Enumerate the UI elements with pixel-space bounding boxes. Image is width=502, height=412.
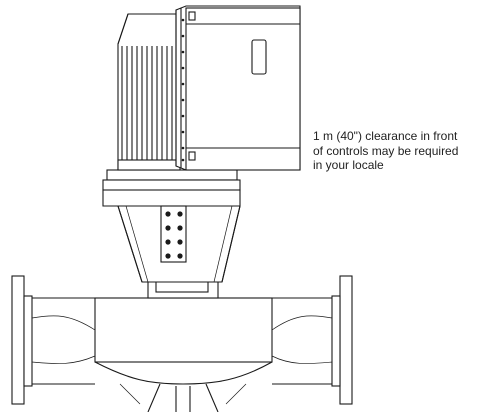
flow-curve-right-top <box>271 315 333 331</box>
motor-cap-edge <box>117 13 129 45</box>
volute-legs <box>147 383 219 412</box>
clearance-note-line-2: of controls may be required <box>313 143 459 158</box>
volute-block <box>94 297 273 363</box>
clearance-note-line-1: 1 m (40") clearance in front <box>313 129 458 143</box>
motor-foot <box>117 159 181 171</box>
left-flange <box>11 275 25 405</box>
right-flange-neck <box>331 295 341 387</box>
control-box <box>175 5 301 171</box>
pipe-casing <box>11 275 353 412</box>
motor-base-top <box>106 169 238 181</box>
motor <box>117 13 187 171</box>
flow-curve-left-bottom <box>31 355 96 364</box>
pipe-body <box>32 297 332 385</box>
volute-ribs <box>119 383 247 405</box>
clearance-note: 1 m (40") clearance in front of controls… <box>313 129 499 173</box>
control-box-screws <box>181 18 185 162</box>
left-flange-neck <box>23 295 33 387</box>
control-box-side <box>175 8 182 168</box>
bracket-inner-lines <box>125 205 233 283</box>
latch-bottom <box>188 151 196 161</box>
bolts <box>165 211 183 259</box>
drain-pipe <box>175 386 191 412</box>
right-flange <box>339 275 353 405</box>
lantern-bracket <box>102 189 241 283</box>
flow-curve-left-top <box>31 315 96 331</box>
control-box-front <box>185 7 301 171</box>
cooling-fins <box>121 46 173 168</box>
control-box-seams <box>186 23 300 149</box>
motor-base-bottom <box>102 179 241 191</box>
clearance-note-line-3: in your locale <box>313 158 384 172</box>
flow-curve-right-bottom <box>271 355 333 364</box>
bracket-sides <box>117 205 241 283</box>
volute-lower-curve <box>94 361 273 385</box>
latch-top <box>188 11 196 21</box>
control-box-handle <box>251 39 267 75</box>
motor-base <box>102 169 241 191</box>
